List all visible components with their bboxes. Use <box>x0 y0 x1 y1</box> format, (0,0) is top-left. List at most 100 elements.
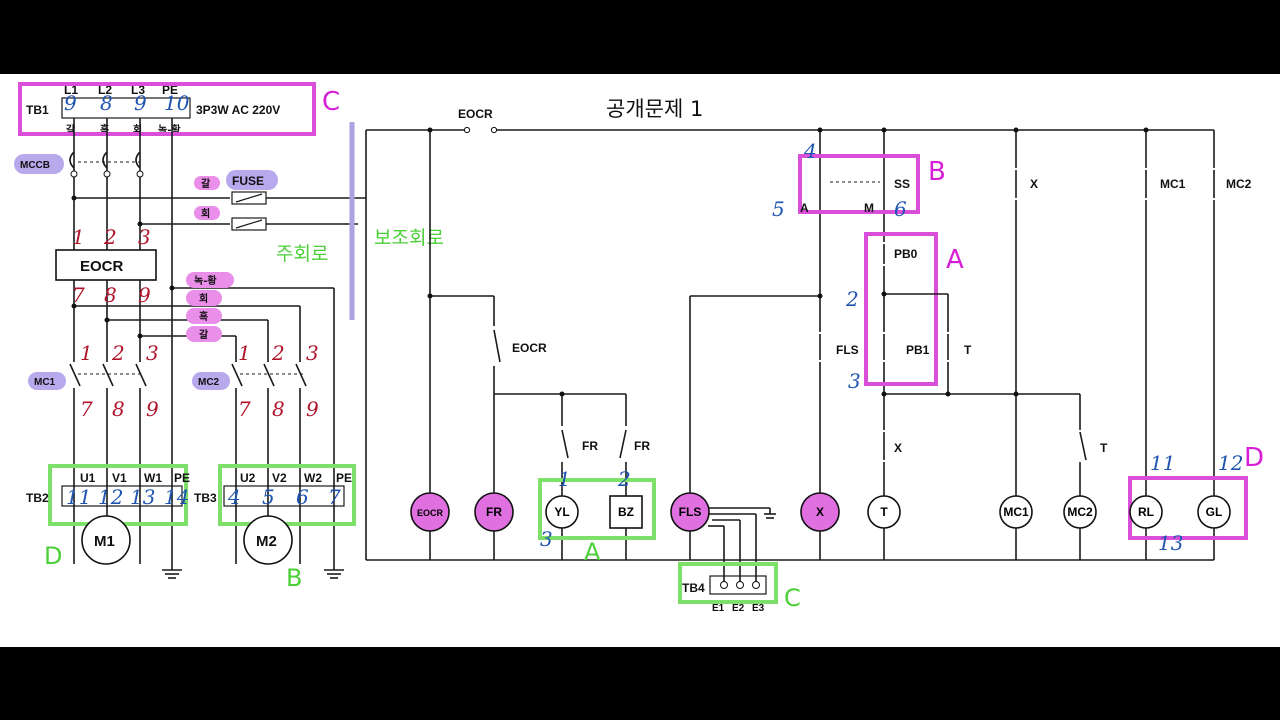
tb2-pin-pe: PE <box>174 471 190 485</box>
red-num-13: 1 <box>238 341 251 365</box>
mccb-tag <box>14 154 64 174</box>
t-contact-label: T <box>964 343 972 357</box>
selector-label: SS <box>894 177 910 191</box>
tag-black <box>186 308 222 324</box>
tb2-terminal-block <box>61 485 183 507</box>
line-pe-label: PE <box>162 83 178 97</box>
aux-circuit-label: 보조회로 <box>374 227 444 249</box>
motor-m1-label: M1 <box>94 533 115 550</box>
main-circuit-label: 주회로 <box>276 243 328 265</box>
t-contact-2-label: T <box>1100 441 1108 455</box>
supply-label: 3P3W AC 220V <box>196 103 280 117</box>
red-num-7: 1 <box>80 341 93 365</box>
red-num-9: 3 <box>146 341 159 365</box>
load-label: MC1 <box>1003 505 1029 519</box>
red-num-1: 1 <box>72 225 85 249</box>
tag-green-yellow <box>186 272 234 288</box>
eocr-main-label: EOCR <box>80 258 124 275</box>
load-label: FLS <box>679 505 702 519</box>
mccb-pole-2 <box>103 170 111 178</box>
load-x-coil <box>800 492 840 532</box>
highlight-box-tb4 <box>678 562 778 604</box>
blue-num-8: 14 <box>164 485 189 509</box>
tb2-pin-w1: W1 <box>144 471 162 485</box>
tb4-label: TB4 <box>682 581 705 595</box>
tb2-pin-v1: V1 <box>112 471 127 485</box>
blue-num-7: 13 <box>130 485 155 509</box>
blue-num-14: 5 <box>772 197 785 221</box>
red-num-17: 8 <box>272 397 285 421</box>
load-mc2-coil <box>1063 495 1097 529</box>
load-rl-coil <box>1129 495 1163 529</box>
tb3-pin-pe: PE <box>336 471 352 485</box>
motor-m2 <box>243 515 293 565</box>
blue-num-21: 3 <box>540 527 553 551</box>
load-eocr-coil <box>410 492 450 532</box>
red-num-10: 7 <box>80 397 93 421</box>
eocr-top-contact-label: EOCR <box>458 107 493 121</box>
load-label: RL <box>1138 505 1154 519</box>
ground-icon <box>324 564 344 579</box>
tb4-pin-e2: E2 <box>732 603 745 614</box>
blue-num-3: 9 <box>134 91 147 115</box>
tb1-label: TB1 <box>26 103 49 117</box>
wire-color-2: 흑 <box>100 123 109 136</box>
highlight-box-yl-bz <box>538 478 656 540</box>
load-label: X <box>816 505 824 519</box>
letter-d-left: D <box>44 542 62 570</box>
fuse-wire-tag-2 <box>194 206 220 220</box>
load-fr-coil <box>474 492 514 532</box>
blue-num-1: 9 <box>64 91 77 115</box>
mc1-tag <box>28 372 66 390</box>
blue-num-17: 2 <box>845 287 859 311</box>
tb3-pin-v2: V2 <box>272 471 287 485</box>
letter-c-top: C <box>322 87 340 117</box>
load-label: FR <box>486 505 502 519</box>
red-num-2: 2 <box>103 225 117 249</box>
load-label: GL <box>1206 505 1223 519</box>
schematic-sheet: 공개문제 1 TB1 L1 L2 L3 PE 3P3W AC 220V 갈 흑 … <box>0 74 1280 647</box>
blue-num-15: 6 <box>894 197 907 221</box>
mc2-aux-label: MC2 <box>1226 177 1252 191</box>
blue-num-23: 12 <box>1218 451 1243 475</box>
pb0-label: PB0 <box>894 247 918 261</box>
load-label: MC2 <box>1067 505 1093 519</box>
wire-color-3: 회 <box>133 123 142 136</box>
tb2-label: TB2 <box>26 491 49 505</box>
tb3-label: TB3 <box>194 491 217 505</box>
blue-num-22: 11 <box>1150 451 1175 475</box>
mc2-main-label: MC2 <box>198 377 220 388</box>
red-num-18: 9 <box>306 397 319 421</box>
letter-d-right: D <box>1244 443 1264 473</box>
tb4-pin-e1: E1 <box>712 603 725 614</box>
load-yl-coil <box>545 495 579 529</box>
load-fls-coil <box>670 492 710 532</box>
load-label: BZ <box>618 505 634 519</box>
mc1-main-contacts <box>69 362 147 388</box>
mccb-contacts <box>69 151 141 169</box>
x-aux-contact-label: X <box>1030 177 1038 191</box>
tag-black-text: 흑 <box>199 310 208 323</box>
load-t-coil <box>867 495 901 529</box>
red-num-15: 3 <box>306 341 319 365</box>
tb2-pin-u1: U1 <box>80 471 96 485</box>
wire-color-1: 갈 <box>66 123 76 136</box>
tb4-pin-e3: E3 <box>752 603 765 614</box>
fls-contact-label: FLS <box>836 343 859 357</box>
red-num-12: 9 <box>146 397 159 421</box>
tb3-terminal-block <box>223 485 345 507</box>
blue-num-10: 5 <box>262 485 275 509</box>
motor-m1 <box>81 515 131 565</box>
blue-num-4: 10 <box>164 91 190 115</box>
highlight-box-ss <box>798 154 920 214</box>
ground-icon <box>162 564 182 579</box>
diagram-title: 공개문제 1 <box>606 97 703 121</box>
tag-brown-text: 갈 <box>199 328 209 341</box>
highlight-box-tb3 <box>218 464 356 526</box>
blue-num-2: 8 <box>100 91 113 115</box>
line-l3-label: L3 <box>131 83 145 97</box>
highlight-box-pb <box>864 232 938 386</box>
letter-b-left: B <box>286 564 302 592</box>
letter-a-top: A <box>946 245 964 275</box>
fuse-wire-tag-1 <box>194 176 220 190</box>
